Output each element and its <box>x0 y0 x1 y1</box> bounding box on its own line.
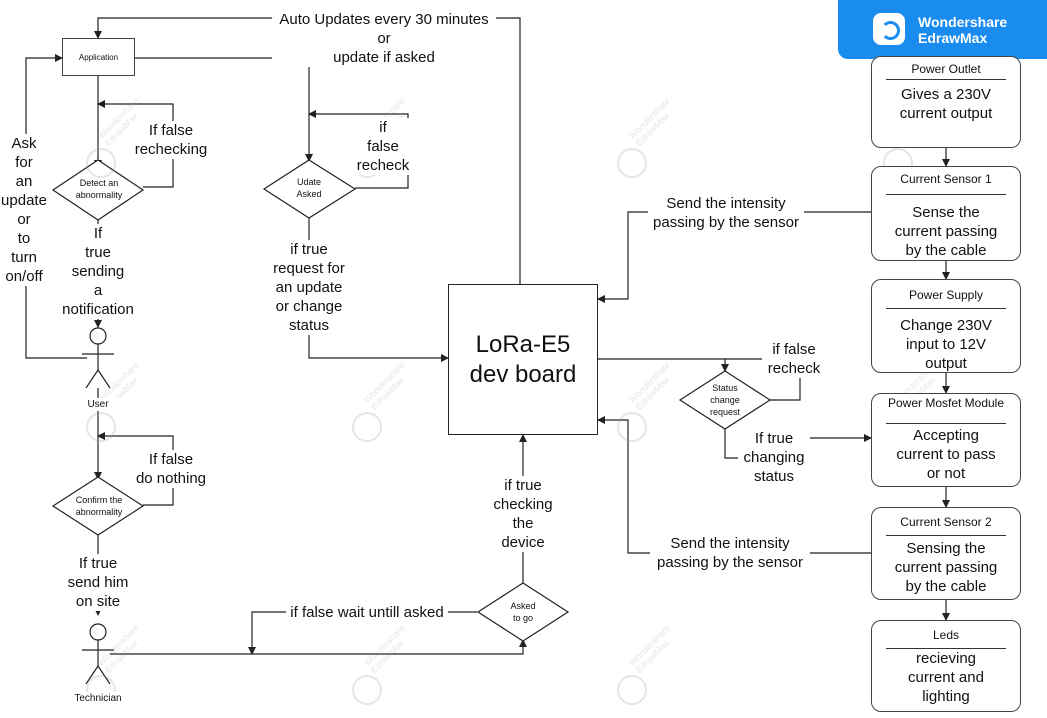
if-true-request-label: if true request for an update or change … <box>264 240 354 335</box>
brand-banner[interactable]: Wondershare EdrawMax <box>838 0 1047 59</box>
update-asked-label: Udate Asked <box>296 177 322 199</box>
brand-line-1: Wondershare <box>918 14 1008 30</box>
confirm-abnormality-label: Confirm the abnormality <box>75 495 123 517</box>
power-outlet-box: Power Outlet Gives a 230V current output <box>871 56 1021 148</box>
diamond-update-asked <box>262 159 357 219</box>
if-false-wait-label: if false wait untill asked <box>286 603 448 622</box>
if-true-sending-label: If true sending a notification <box>52 224 144 319</box>
current-sensor-2-box: Current Sensor 2 Sensing the current pas… <box>871 507 1021 600</box>
box-title: Current Sensor 2 <box>900 515 992 529</box>
auto-updates-label: Auto Updates every 30 minutes or update … <box>272 10 496 67</box>
box-body: Change 230V input to 12V output <box>900 317 992 372</box>
if-false-rechecking-label: If false rechecking <box>130 121 212 159</box>
if-false-do-nothing-label: If false do nothing <box>130 450 212 488</box>
leds-box: Leds recieving current and lighting <box>871 620 1021 712</box>
box-title: Current Sensor 1 <box>900 172 992 186</box>
status-change-label: Status change request <box>709 383 741 417</box>
box-body: Accepting current to pass or not <box>896 427 996 482</box>
user-label: User <box>68 398 128 411</box>
diamond-asked-to-go <box>476 582 570 642</box>
power-mosfet-box: Power Mosfet Module Accepting current to… <box>871 393 1021 487</box>
if-false-recheck-status-label: if false recheck <box>762 340 826 378</box>
power-supply-box: Power Supply Change 230V input to 12V ou… <box>871 279 1021 373</box>
if-true-changing-label: If true changing status <box>738 429 810 486</box>
diamond-status-change <box>678 370 772 430</box>
if-true-send-him-label: If true send him on site <box>58 554 138 611</box>
user-actor-figure <box>82 327 114 389</box>
if-false-recheck-update-label: if false recheck <box>352 118 414 175</box>
box-body: Sense the current passing by the cable <box>894 204 998 259</box>
box-body: Gives a 230V current output <box>899 86 993 122</box>
asked-to-go-label: Asked to go <box>510 601 536 623</box>
ask-update-label: Ask for an update or to turn on/off <box>0 134 48 286</box>
lora-board-node: LoRa-E5 dev board <box>448 284 598 435</box>
box-title: Leds <box>932 628 960 642</box>
if-true-checking-label: if true checking the device <box>484 476 562 552</box>
detect-abnormality-label: Detect an abnormality <box>75 178 123 200</box>
technician-label: Technician <box>58 692 138 705</box>
box-title: Power Mosfet Module <box>887 396 1005 410</box>
diamond-confirm-abnormality <box>51 476 145 536</box>
box-title: Power Supply <box>908 288 984 302</box>
brand-line-2: EdrawMax <box>918 30 988 46</box>
send-intensity-2-label: Send the intensity passing by the sensor <box>650 534 810 572</box>
send-intensity-1-label: Send the intensity passing by the sensor <box>648 194 804 232</box>
edge-tech-to-askedtogo <box>110 639 527 655</box>
diamond-detect-abnormality <box>51 159 145 221</box>
application-node: Application <box>62 38 135 76</box>
box-body: recieving current and lighting <box>908 650 984 705</box>
edrawmax-logo-icon <box>873 13 905 45</box>
box-title: Power Outlet <box>911 62 981 76</box>
current-sensor-1-box: Current Sensor 1 Sense the current passi… <box>871 166 1021 261</box>
box-body: Sensing the current passing by the cable <box>894 540 998 595</box>
